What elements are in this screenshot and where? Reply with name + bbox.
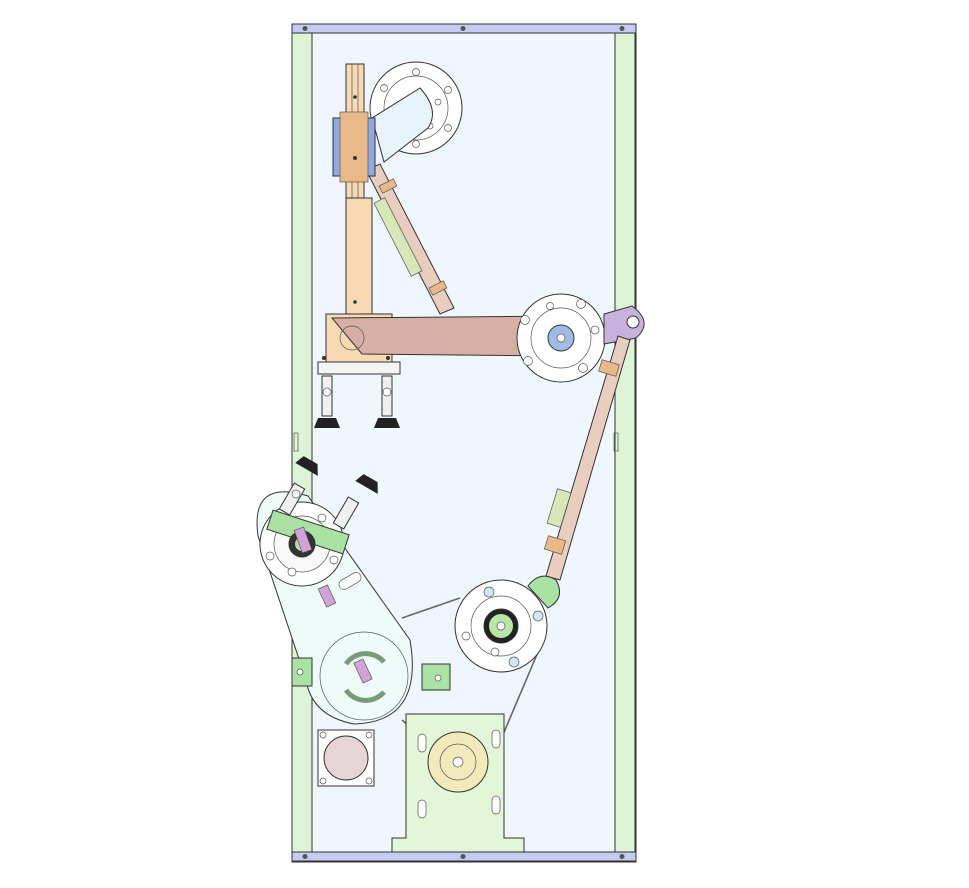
right-pivot-flange bbox=[516, 293, 606, 383]
left-side-rail bbox=[291, 31, 313, 853]
diagonal-rod-upper bbox=[365, 163, 455, 315]
purple-link bbox=[603, 305, 645, 345]
connecting-rod-right bbox=[527, 335, 631, 609]
sensor-box bbox=[317, 729, 375, 787]
lower-suction-cups bbox=[266, 456, 378, 558]
bottom-rail bbox=[291, 851, 637, 862]
upper-suction-cups bbox=[314, 356, 401, 428]
drive-pulley-flange bbox=[454, 579, 548, 673]
motor-mount bbox=[391, 713, 525, 853]
top-rail bbox=[291, 23, 637, 34]
upper-cylinder bbox=[371, 87, 433, 163]
